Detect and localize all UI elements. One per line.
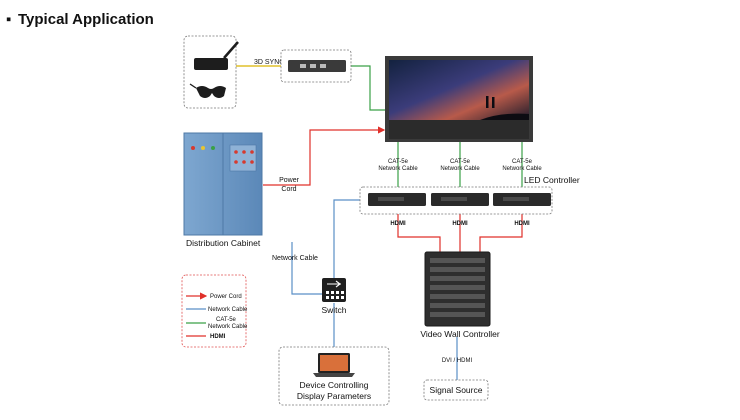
- led-controller-1-icon: [368, 193, 426, 206]
- switch-to-controller-line: [333, 199, 368, 278]
- svg-text:CAT-5e: CAT-5e: [450, 159, 471, 165]
- hdmi-line-1: [397, 213, 441, 256]
- hdmi-label-2: HDMI: [452, 221, 468, 227]
- led-display-screen: [389, 60, 529, 120]
- device-controlling-label: Device Controlling Display Parameters: [297, 380, 371, 401]
- legend-network-cable: Network Cable: [186, 307, 248, 313]
- led-controller-3-icon: [493, 193, 551, 206]
- legend-power-cord: Power Cord: [186, 292, 242, 300]
- title-bullet: ▪: [6, 11, 11, 28]
- svg-text:Power Cord: Power Cord: [210, 294, 242, 300]
- laptop-icon: [313, 353, 355, 377]
- 3d-glasses-icon: [189, 83, 226, 98]
- dvi-hdmi-label: DVI / HDMI: [442, 358, 473, 364]
- led-controller-label: LED Controller: [524, 175, 580, 185]
- sync-device-icon: [288, 60, 346, 72]
- glasses-emitter-box: [183, 35, 237, 109]
- svg-text:Cord: Cord: [281, 186, 296, 193]
- video-wall-controller-icon: [424, 251, 491, 327]
- hdmi-line-3: [479, 213, 523, 256]
- legend-box: [181, 274, 247, 348]
- legend-cat5e: CAT-5e Network Cable: [186, 317, 248, 330]
- svg-text:CAT-5e: CAT-5e: [216, 317, 237, 323]
- signal-source-box: [423, 379, 489, 401]
- signal-source-label: Signal Source: [430, 385, 483, 395]
- led-display-bottom: [389, 120, 529, 139]
- cabinet-to-switch-line: [291, 242, 322, 295]
- cat5e-label-2: CAT-5e Network Cable: [440, 159, 480, 172]
- svg-text:Network Cable: Network Cable: [440, 166, 480, 172]
- sync-to-screen-line: [351, 65, 388, 111]
- cat5e-label-3: CAT-5e Network Cable: [502, 159, 542, 172]
- hdmi-label-1: HDMI: [390, 221, 406, 227]
- network-cable-label: Network Cable: [272, 255, 318, 262]
- power-cord-line: [263, 126, 386, 186]
- svg-text:Device Controlling: Device Controlling: [300, 380, 369, 390]
- silhouette-figures-icon: [480, 96, 529, 120]
- svg-text:HDMI: HDMI: [210, 334, 226, 340]
- svg-text:Display Parameters: Display Parameters: [297, 391, 371, 401]
- svg-text:Network Cable: Network Cable: [208, 324, 248, 330]
- page-title: Typical Application: [18, 11, 154, 28]
- svg-text:CAT-5e: CAT-5e: [388, 159, 409, 165]
- distribution-cabinet-icon: [183, 132, 263, 236]
- svg-text:Power: Power: [279, 177, 300, 184]
- svg-text:Network Cable: Network Cable: [208, 307, 248, 313]
- switch-label: Switch: [321, 305, 346, 315]
- power-cord-label: Power Cord: [279, 177, 300, 193]
- svg-text:CAT-5e: CAT-5e: [512, 159, 533, 165]
- distribution-cabinet-label: Distribution Cabinet: [186, 238, 261, 248]
- sync-label: 3D SYNC: [254, 59, 284, 66]
- cat5e-label-1: CAT-5e Network Cable: [378, 159, 418, 172]
- led-controller-2-icon: [431, 193, 489, 206]
- hdmi-label-3: HDMI: [514, 221, 530, 227]
- svg-text:Network Cable: Network Cable: [378, 166, 418, 172]
- video-wall-controller-label: Video Wall Controller: [420, 329, 500, 339]
- legend-hdmi: HDMI: [186, 334, 226, 340]
- svg-text:Network Cable: Network Cable: [502, 166, 542, 172]
- switch-icon: [322, 278, 346, 302]
- emitter-device-icon: [194, 41, 239, 70]
